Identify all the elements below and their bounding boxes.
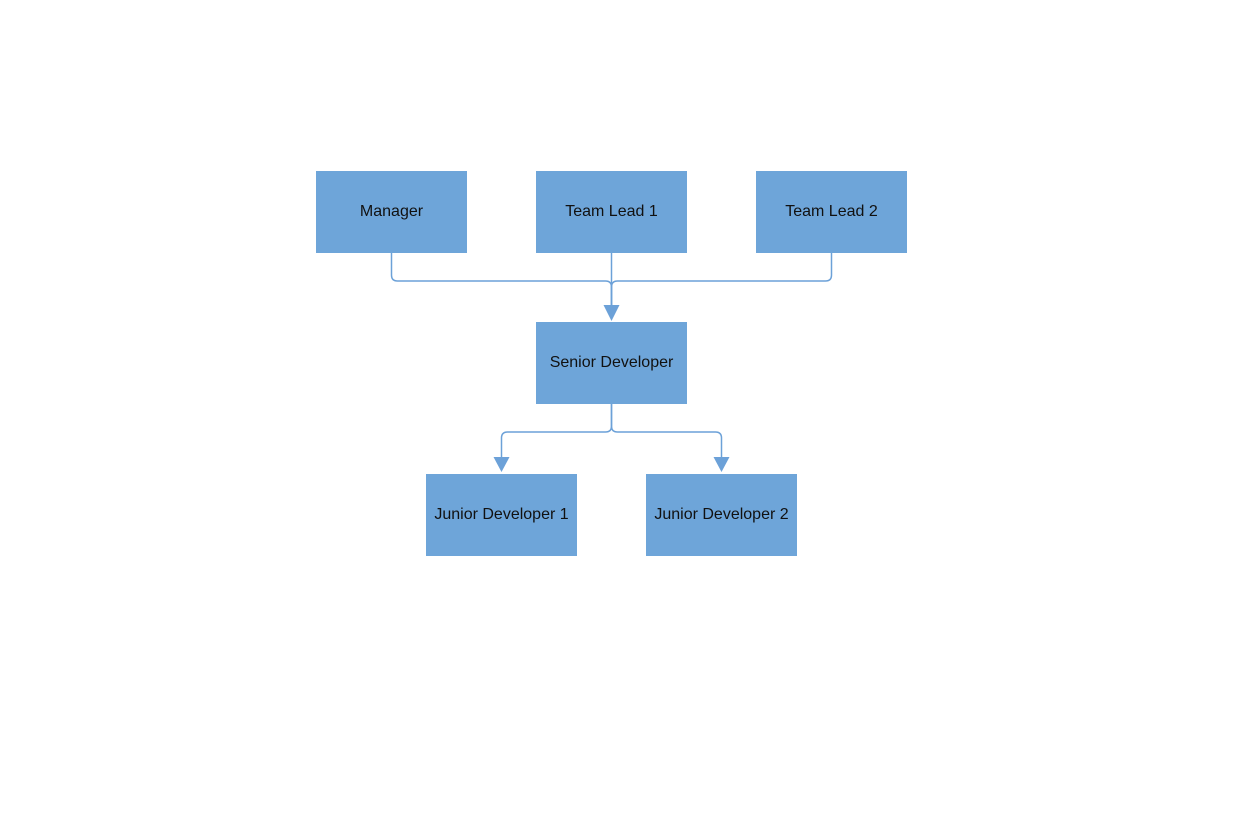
node-team-lead-2[interactable]: Team Lead 2 bbox=[756, 171, 907, 253]
arrowhead-senior bbox=[603, 305, 620, 321]
node-manager[interactable]: Manager bbox=[316, 171, 467, 253]
arrowhead-junior1 bbox=[493, 457, 510, 472]
edge-senior-to-junior2 bbox=[610, 404, 723, 460]
arrowhead-junior2 bbox=[713, 457, 730, 472]
edge-manager-to-senior bbox=[390, 253, 613, 308]
node-junior-developer-2[interactable]: Junior Developer 2 bbox=[646, 474, 797, 556]
node-label: Team Lead 1 bbox=[565, 203, 658, 220]
node-label: Senior Developer bbox=[549, 354, 674, 371]
node-team-lead-1[interactable]: Team Lead 1 bbox=[536, 171, 687, 253]
node-label: Team Lead 2 bbox=[785, 203, 878, 220]
node-label: Junior Developer 2 bbox=[654, 506, 789, 523]
node-senior-developer[interactable]: Senior Developer bbox=[536, 322, 687, 404]
node-junior-developer-1[interactable]: Junior Developer 1 bbox=[426, 474, 577, 556]
edge-senior-to-junior1 bbox=[500, 404, 613, 460]
edge-lead2-to-senior bbox=[610, 253, 833, 308]
node-label: Manager bbox=[359, 203, 424, 220]
node-label: Junior Developer 1 bbox=[434, 506, 569, 523]
